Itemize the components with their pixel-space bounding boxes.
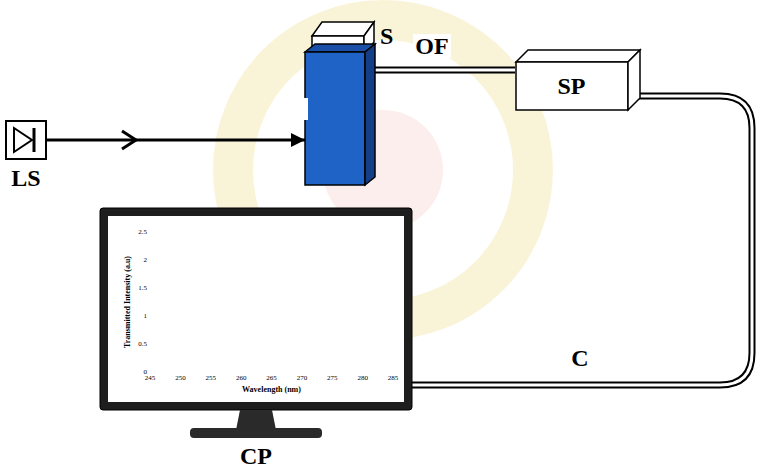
- connector: [375, 70, 515, 71]
- connector-label: C: [569, 346, 590, 370]
- optical-fiber-outer: [375, 67, 515, 74]
- monitor-base: [190, 428, 322, 438]
- tick-label: 2: [144, 257, 148, 264]
- beam-window: [300, 98, 308, 120]
- spectrometer-box: SP: [515, 48, 641, 112]
- optical-fiber-inner: [375, 69, 515, 72]
- tick-label: 275: [327, 375, 338, 382]
- tick-label: 2.5: [138, 229, 147, 236]
- computer-monitor: CP: [100, 208, 412, 466]
- tick-label: 250: [175, 375, 186, 382]
- cuvette-sample-shape: [300, 18, 378, 188]
- laser-housing: [6, 121, 46, 159]
- monitor-bezel: [100, 208, 412, 410]
- node-label: SP: [557, 74, 585, 98]
- axis-title: Transmitted Intensity (a.u): [124, 256, 132, 348]
- node-label: LS: [11, 166, 40, 190]
- cuvette-side: [365, 44, 375, 185]
- box-top: [516, 50, 640, 62]
- box-side: [628, 50, 640, 110]
- connector-label: OF: [413, 34, 450, 58]
- tick-label: 285: [388, 375, 399, 382]
- tick-label: 1.5: [138, 285, 147, 292]
- diode-bar: [33, 128, 36, 152]
- tick-label: 280: [357, 375, 368, 382]
- diode-triangle: [14, 128, 32, 152]
- tick-label: 245: [145, 375, 156, 382]
- tick-label: 265: [266, 375, 277, 382]
- cuvette-top: [305, 44, 375, 52]
- cable-outer: [412, 96, 752, 385]
- arrow-head: [291, 133, 305, 147]
- light-beam: [47, 139, 305, 142]
- cuvette-sample: S: [300, 18, 378, 188]
- connector: [47, 133, 305, 147]
- tick-label: 1: [144, 313, 148, 320]
- cable-inner: [412, 96, 752, 385]
- laser-source-shape: [5, 120, 47, 160]
- tick-label: 260: [236, 375, 247, 382]
- box-front: [516, 62, 628, 110]
- monitor-neck: [236, 410, 276, 430]
- tick-label: 0.5: [138, 341, 147, 348]
- connector: [412, 96, 752, 385]
- axis-title: Wavelength (nm): [242, 386, 301, 394]
- cuvette-front: [305, 52, 365, 185]
- laser-source: LS: [5, 120, 47, 160]
- tick-label: 255: [206, 375, 217, 382]
- node-label: S: [380, 24, 393, 48]
- computer-monitor-shape: [100, 208, 412, 466]
- node-label: CP: [240, 444, 272, 468]
- monitor-screen: [108, 216, 404, 402]
- tick-label: 270: [297, 375, 308, 382]
